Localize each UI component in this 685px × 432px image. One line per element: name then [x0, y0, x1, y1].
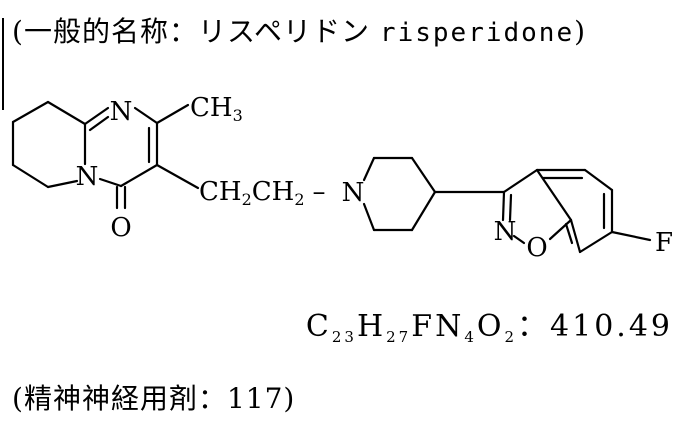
formula-carbon-count: 23 [331, 328, 357, 346]
bond-side-chain [155, 163, 200, 190]
drug-class-code: 117 [226, 382, 284, 415]
bond-c3-c4 [119, 163, 159, 188]
bond-c4-n2 [98, 177, 123, 188]
class-close-paren: ) [283, 382, 296, 415]
bond-pip-3 [410, 156, 437, 194]
bond-iso-c3-n-a [501, 190, 506, 222]
formula-fluorine: F [411, 309, 436, 344]
drug-class-label: 精神神経用剤 [23, 382, 198, 415]
open-paren: ( [12, 15, 24, 48]
atom-o-ketone: O [110, 213, 131, 243]
japanese-name: リスペリドン [197, 15, 371, 48]
linker-ch2-second: CH [252, 177, 295, 207]
ethylene-linker: CH2CH2– [199, 177, 326, 209]
bond-pip-1 [362, 156, 376, 182]
linker-sub-second: 2 [294, 190, 304, 209]
class-open-paren: ( [12, 382, 24, 415]
atom-n1: N [110, 97, 133, 127]
bond-c-n1-double-b [88, 115, 110, 132]
atom-isoxazole-o: O [526, 233, 547, 263]
bond-iso-c3-c3a [502, 168, 539, 194]
formula-hydrogen: H [356, 309, 387, 344]
close-paren: ) [574, 15, 587, 48]
bond-benz-2 [583, 168, 614, 192]
bond-iso-c3-n-b [508, 193, 513, 222]
formula-hydrogen-count: 27 [386, 328, 412, 346]
bond-ring-a-1 [46, 100, 87, 126]
bond-c-n1-double-a [83, 106, 110, 126]
bond-pip-6 [362, 202, 376, 232]
formula-oxygen: O [476, 309, 505, 344]
formula-nitrogen-count: 4 [464, 328, 477, 346]
bond-pip-4 [410, 190, 437, 232]
molecular-weight: 410.49 [550, 309, 673, 344]
bond-ring-a-4 [11, 163, 50, 189]
formula-carbon: C [305, 309, 332, 344]
bond-ring-a-2 [11, 100, 50, 124]
atom-fluorine: F [655, 228, 673, 258]
linker-sub-first: 2 [242, 190, 252, 209]
linker-dash: – [313, 177, 326, 207]
label-separator: ： [168, 15, 198, 48]
linker-ch2-first: CH [199, 177, 242, 207]
bond-iso-n-o [512, 234, 526, 245]
drug-class-line: (精神神経用剤：117) [12, 379, 295, 419]
bond-iso-o-c7a [548, 218, 573, 241]
formula-nitrogen: N [435, 309, 465, 344]
bond-benz-5-a [569, 218, 582, 254]
bond-ring-a-5 [46, 179, 79, 189]
generic-name-line: (一般的名称：リスペリドン risperidone) [12, 12, 586, 52]
class-separator: ： [197, 382, 227, 415]
formula-oxygen-count: 2 [504, 328, 518, 346]
atom-piperidine-n: N [342, 178, 365, 208]
generic-name-label: 一般的名称 [23, 15, 169, 48]
bond-c-f [610, 230, 652, 242]
bond-methyl [155, 103, 190, 125]
molecular-formula: C23H27FN4O2：410.49 [306, 303, 673, 351]
atom-n2: N [76, 162, 99, 192]
methyl-group: CH3 [190, 93, 243, 125]
left-margin-rule [2, 18, 4, 110]
methyl-label: CH [190, 93, 233, 123]
bond-benz-4 [578, 230, 614, 254]
atom-isoxazole-n: N [494, 217, 517, 247]
formula-separator: ： [517, 309, 551, 344]
bond-n1-c2 [133, 106, 159, 125]
methyl-subscript: 3 [233, 106, 243, 125]
english-name: risperidone [379, 18, 575, 48]
bond-benz-5-b [564, 222, 574, 245]
